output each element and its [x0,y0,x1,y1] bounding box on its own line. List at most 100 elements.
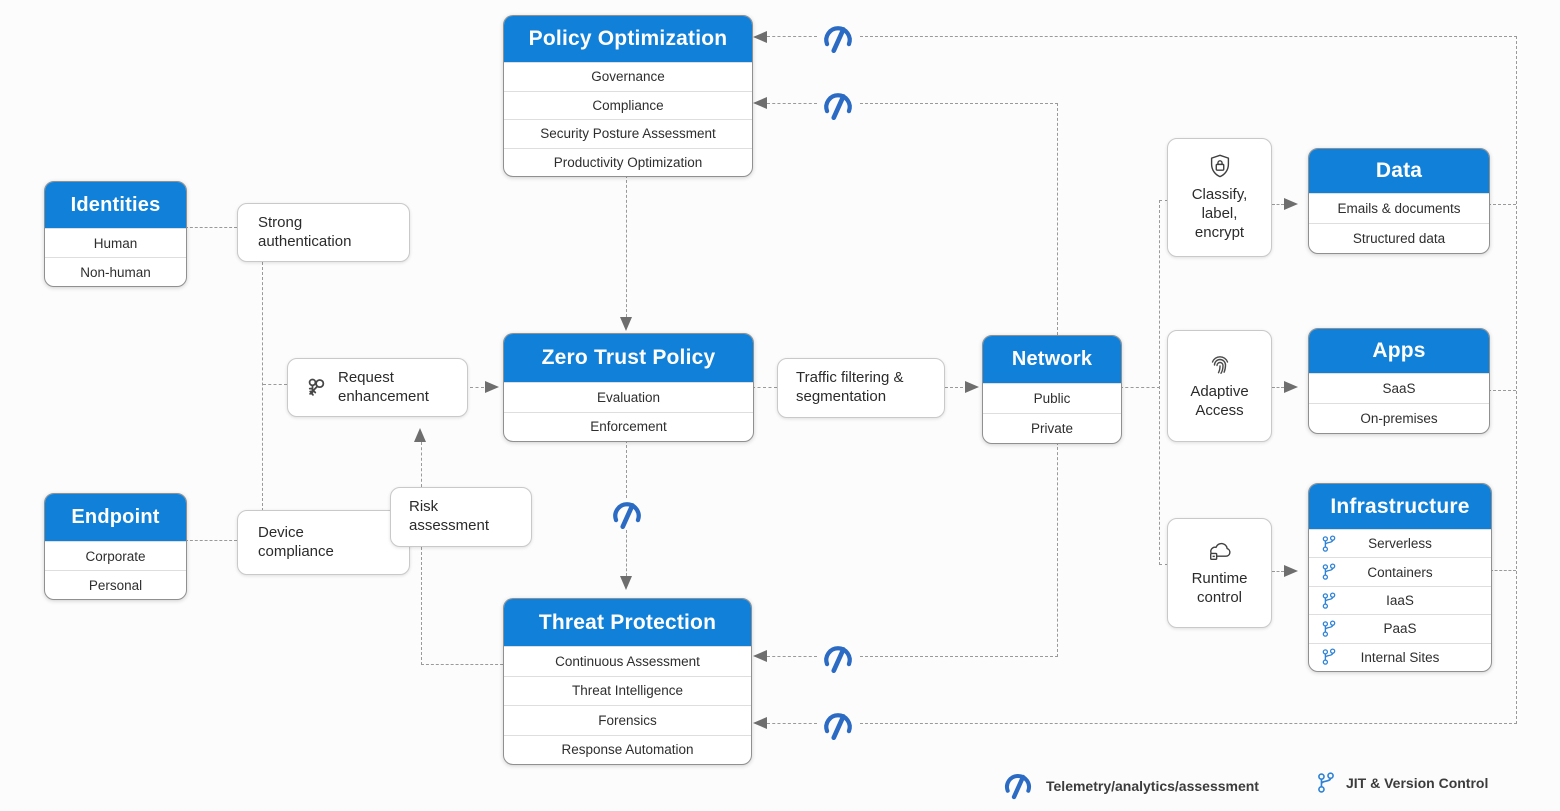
infrastructure-row-label: Internal Sites [1360,649,1440,665]
connector-rightcolumn-vertical [1159,200,1160,565]
request-enhancement-label: Request enhancement [338,368,429,405]
policy-optimization-row: Governance [504,62,752,91]
connector-risk-up [421,442,422,487]
shield-lock-icon [1210,155,1229,178]
traffic-filtering-box: Traffic filtering & segmentation [777,358,945,418]
threat-protection-row: Response Automation [504,734,751,765]
apps-box: Apps SaaS On-premises [1308,328,1490,434]
connector-policyopt-ztp [626,175,627,317]
connector-ca-feedback-a [767,656,817,657]
cloud-deploy-icon [1209,542,1231,560]
adaptive-access-box: Adaptive Access [1167,330,1272,442]
gauge-icon [1005,773,1031,800]
network-title: Network [983,336,1121,383]
arrow-into-zero-trust-policy [485,381,499,393]
zero-trust-policy-box: Zero Trust Policy Evaluation Enforcement [503,333,754,442]
legend-jit: JIT & Version Control [1316,770,1488,796]
arrow-into-threat-protection [620,576,632,590]
connector-apps-feedback [1488,390,1516,391]
threat-protection-row: Forensics [504,705,751,735]
data-row: Emails & documents [1309,193,1489,223]
request-enhancement-box: Request enhancement [287,358,468,417]
connector-right-feedback-vertical [1516,36,1517,724]
infrastructure-row: Internal Sites [1309,642,1491,671]
connector-network-rightcolumn [1120,387,1160,388]
connector-identities-strongauth [185,227,237,228]
arrow-into-forensics [753,717,767,729]
connector-hook-runtime [1159,564,1168,565]
legend-telemetry-label: Telemetry/analytics/assessment [1046,778,1259,794]
identities-row: Human [45,228,186,257]
legend-jit-label: JIT & Version Control [1346,775,1489,791]
strong-authentication-box: Strong authentication [237,203,410,262]
policy-optimization-row: Security Posture Assessment [504,119,752,148]
threat-protection-row: Threat Intelligence [504,675,751,706]
arrow-into-continuous-assessment [753,650,767,662]
connector-policyopt-feedback-b [860,36,1517,37]
connector-data-feedback [1488,204,1516,205]
zero-trust-policy-title: Zero Trust Policy [504,334,753,382]
runtime-control-label: Runtime control [1191,569,1248,606]
connector-gauge-threatprotection [626,530,627,576]
arrow-into-ztp-top [620,317,632,331]
gauge-icon [613,502,641,530]
arrow-into-network [965,381,979,393]
threat-protection-row: Continuous Assessment [504,646,751,676]
arrow-into-request-enhancement [414,428,426,442]
branch-icon [1322,648,1336,666]
connector-endpoint-devicecompliance [185,540,237,541]
apps-title: Apps [1309,329,1489,373]
connector-classify-data [1272,204,1284,205]
infrastructure-row: Containers [1309,557,1491,585]
branch-icon [1322,620,1336,637]
connector-ztp-gauge [626,440,627,498]
traffic-filtering-label: Traffic filtering & segmentation [796,369,904,405]
connector-network-bottom-vertical [1057,442,1058,657]
network-box: Network Public Private [982,335,1122,444]
gauge-icon [824,713,852,741]
infrastructure-row-label: PaaS [1383,621,1417,637]
connector-compliance-feedback-a [767,103,817,104]
threat-protection-box: Threat Protection Continuous Assessment … [503,598,752,765]
endpoint-row: Personal [45,570,186,599]
branch-icon [1318,772,1334,793]
classify-label-encrypt-box: Classify, label, encrypt [1167,138,1272,257]
fingerprint-icon [1211,355,1228,374]
zero-trust-policy-row: Enforcement [504,411,753,442]
connector-into-request-enhancement [263,384,287,385]
network-row: Public [983,383,1121,413]
endpoint-box: Endpoint Corporate Personal [44,493,187,600]
policy-optimization-box: Policy Optimization Governance Complianc… [503,15,753,177]
connector-policyopt-feedback-a [767,36,817,37]
branch-icon [1322,563,1336,580]
data-row: Structured data [1309,223,1489,253]
strong-authentication-label: Strong authentication [258,213,352,250]
identities-row: Non-human [45,257,186,286]
legend-telemetry: Telemetry/analytics/assessment [1000,770,1259,802]
infrastructure-row: PaaS [1309,614,1491,642]
connector-infra-feedback [1490,570,1516,571]
arrow-into-data [1284,198,1298,210]
connector-risk-down [421,547,422,665]
connector-hook-classify [1159,200,1168,201]
risk-assessment-box: Risk assessment [390,487,532,547]
adaptive-access-label: Adaptive Access [1190,382,1249,419]
arrow-into-apps [1284,381,1298,393]
policy-optimization-row: Productivity Optimization [504,147,752,177]
connector-adaptive-apps [1272,387,1284,388]
infrastructure-row-label: Containers [1367,564,1433,580]
connector-forensics-feedback-a [767,723,817,724]
identities-title: Identities [45,182,186,228]
branch-icon [1322,592,1336,609]
apps-row: SaaS [1309,373,1489,403]
infrastructure-box: Infrastructure Serverless Containers Iaa… [1308,483,1492,672]
connector-risk-threatprotection [421,664,503,665]
connector-ca-feedback-b [860,656,1058,657]
apps-row: On-premises [1309,403,1489,433]
network-row: Private [983,413,1121,443]
endpoint-title: Endpoint [45,494,186,541]
connector-runtime-infra [1272,571,1284,572]
gauge-icon [824,26,852,54]
classify-label-encrypt-label: Classify, label, encrypt [1191,186,1248,241]
